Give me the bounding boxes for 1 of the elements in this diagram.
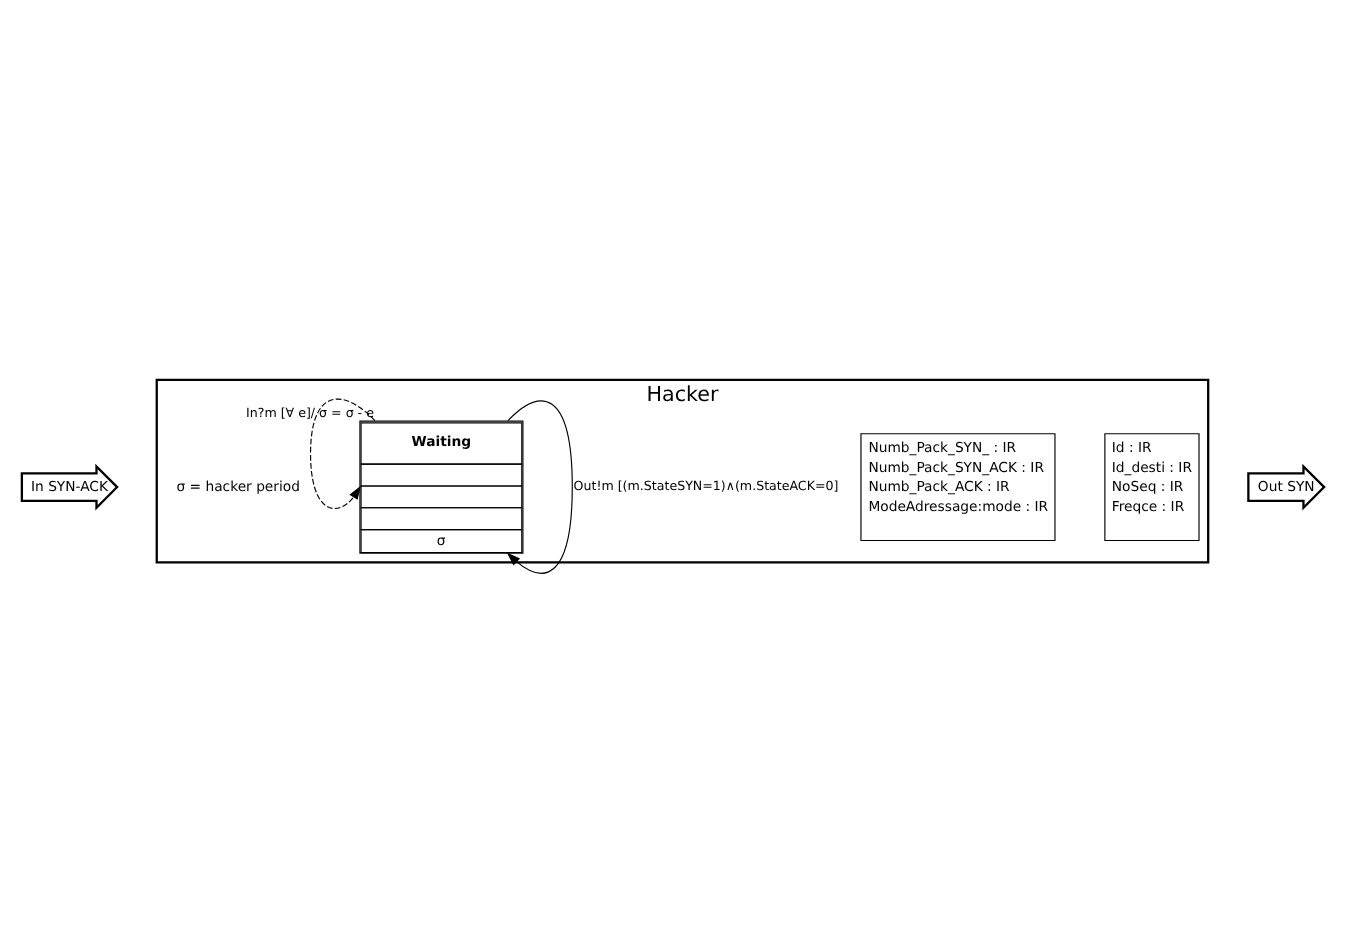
arrow	[506, 399, 573, 573]
